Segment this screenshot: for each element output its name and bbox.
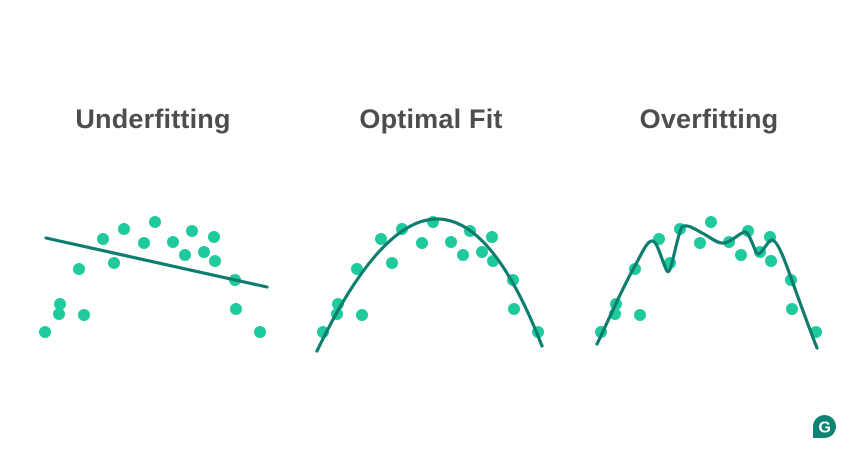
scatter-point — [765, 255, 777, 267]
scatter-point — [508, 303, 520, 315]
scatter-point — [186, 225, 198, 237]
scatter-point — [735, 249, 747, 261]
scatter-point — [356, 309, 368, 321]
scatter-point — [198, 246, 210, 258]
scatter-point — [78, 309, 90, 321]
scatter-point — [167, 236, 179, 248]
scatter-point — [742, 225, 754, 237]
scatter-point — [54, 298, 66, 310]
scatter-point — [634, 309, 646, 321]
scatter-point — [486, 231, 498, 243]
scatter-points — [317, 216, 544, 338]
scatter-point — [209, 255, 221, 267]
scatter-point — [73, 263, 85, 275]
scatter-point — [179, 249, 191, 261]
fit-curve — [315, 217, 544, 353]
panel-title-underfitting: Underfitting — [75, 104, 231, 134]
scatter-point — [786, 303, 798, 315]
scatter-point — [53, 308, 65, 320]
fit-curve — [595, 224, 819, 350]
scatter-point — [705, 216, 717, 228]
scatter-point — [118, 223, 130, 235]
plot-underfitting — [39, 216, 269, 338]
scatter-point — [97, 233, 109, 245]
scatter-point — [445, 236, 457, 248]
scatter-point — [108, 257, 120, 269]
logo-bubble-tail — [813, 426, 825, 438]
scatter-point — [694, 237, 706, 249]
plot-optimal-fit — [315, 216, 544, 353]
logo-letter: G — [818, 419, 830, 436]
fit-curve — [44, 236, 269, 289]
scatter-point — [39, 326, 51, 338]
scatter-point — [457, 249, 469, 261]
scatter-point — [416, 237, 428, 249]
scatter-point — [375, 233, 387, 245]
panel-title-optimal-fit: Optimal Fit — [359, 104, 503, 134]
scatter-point — [208, 231, 220, 243]
plot-overfitting — [595, 216, 822, 350]
grammarly-logo: G — [813, 415, 836, 438]
panel-title-overfitting: Overfitting — [639, 104, 779, 134]
scatter-point — [351, 263, 363, 275]
scatter-points — [39, 216, 266, 338]
scatter-point — [476, 246, 488, 258]
scatter-point — [138, 237, 150, 249]
scatter-point — [149, 216, 161, 228]
scatter-point — [230, 303, 242, 315]
scatter-point — [386, 257, 398, 269]
scatter-point — [254, 326, 266, 338]
